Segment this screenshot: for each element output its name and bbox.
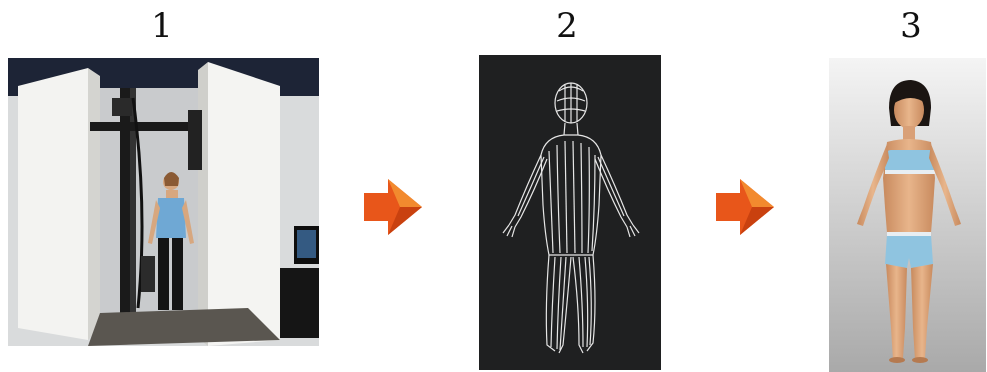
arrow-right-icon	[712, 175, 776, 239]
step-number-3: 3	[881, 6, 941, 46]
body-scanner-photo	[8, 58, 319, 346]
step-number-2: 2	[537, 6, 597, 46]
arrow-right-icon	[360, 175, 424, 239]
step-number-1: 1	[132, 6, 192, 46]
wireframe-scan-image	[479, 55, 661, 370]
rendered-avatar-image	[829, 58, 986, 372]
